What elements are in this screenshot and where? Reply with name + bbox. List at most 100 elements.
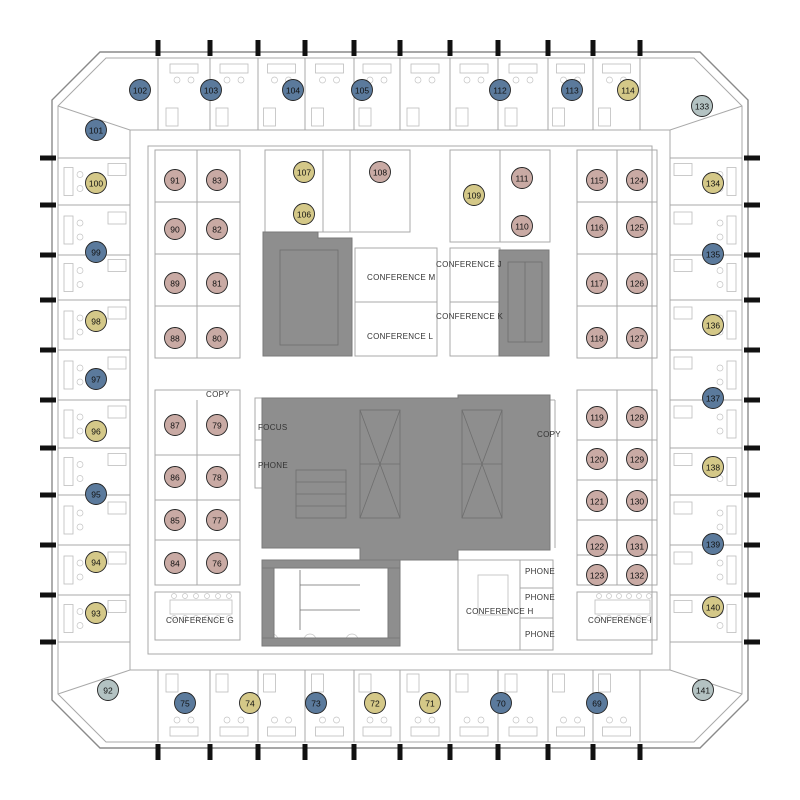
seat-number: 88	[170, 334, 180, 344]
seat-113[interactable]: 113	[561, 79, 583, 101]
seat-85[interactable]: 85	[164, 509, 186, 531]
seat-83[interactable]: 83	[206, 169, 228, 191]
seat-122[interactable]: 122	[586, 535, 608, 557]
seat-75[interactable]: 75	[174, 692, 196, 714]
seat-107[interactable]: 107	[293, 161, 315, 183]
seat-94[interactable]: 94	[85, 551, 107, 573]
seat-92[interactable]: 92	[97, 679, 119, 701]
seat-number: 95	[91, 490, 101, 500]
room-label-conference-j: CONFERENCE J	[436, 260, 502, 269]
mullion-left	[40, 592, 56, 598]
mullion-bottom	[207, 744, 213, 760]
seat-128[interactable]: 128	[626, 406, 648, 428]
seat-118[interactable]: 118	[586, 327, 608, 349]
seat-88[interactable]: 88	[164, 327, 186, 349]
seat-103[interactable]: 103	[200, 79, 222, 101]
seat-131[interactable]: 131	[626, 535, 648, 557]
seat-number: 141	[696, 686, 710, 696]
seat-108[interactable]: 108	[369, 161, 391, 183]
seat-99[interactable]: 99	[85, 241, 107, 263]
seat-77[interactable]: 77	[206, 509, 228, 531]
seat-marker-circle	[200, 79, 222, 101]
seat-126[interactable]: 126	[626, 272, 648, 294]
seat-105[interactable]: 105	[351, 79, 373, 101]
seat-84[interactable]: 84	[164, 552, 186, 574]
seat-138[interactable]: 138	[702, 456, 724, 478]
seat-number: 86	[170, 473, 180, 483]
seat-102[interactable]: 102	[129, 79, 151, 101]
seat-number: 131	[630, 542, 644, 552]
seat-134[interactable]: 134	[702, 172, 724, 194]
mullion-top	[495, 40, 501, 56]
seat-76[interactable]: 76	[206, 552, 228, 574]
seat-79[interactable]: 79	[206, 414, 228, 436]
seat-104[interactable]: 104	[282, 79, 304, 101]
seat-marker-circle	[206, 414, 228, 436]
seat-marker-circle	[97, 679, 119, 701]
seat-112[interactable]: 112	[489, 79, 511, 101]
seat-marker-circle	[164, 414, 186, 436]
seat-82[interactable]: 82	[206, 218, 228, 240]
seat-132[interactable]: 132	[626, 564, 648, 586]
seat-81[interactable]: 81	[206, 272, 228, 294]
seat-marker-circle	[164, 169, 186, 191]
seat-87[interactable]: 87	[164, 414, 186, 436]
seat-135[interactable]: 135	[702, 243, 724, 265]
seat-86[interactable]: 86	[164, 466, 186, 488]
seat-125[interactable]: 125	[626, 216, 648, 238]
seat-129[interactable]: 129	[626, 448, 648, 470]
seat-69[interactable]: 69	[586, 692, 608, 714]
room-label-copy-east: COPY	[537, 430, 561, 439]
seat-139[interactable]: 139	[702, 533, 724, 555]
seat-133[interactable]: 133	[691, 95, 713, 117]
seat-number: 104	[286, 86, 300, 96]
seat-74[interactable]: 74	[239, 692, 261, 714]
seat-89[interactable]: 89	[164, 272, 186, 294]
seat-93[interactable]: 93	[85, 602, 107, 624]
seat-91[interactable]: 91	[164, 169, 186, 191]
seat-111[interactable]: 111	[511, 167, 533, 189]
seat-121[interactable]: 121	[586, 490, 608, 512]
seat-120[interactable]: 120	[586, 448, 608, 470]
seat-78[interactable]: 78	[206, 466, 228, 488]
seat-109[interactable]: 109	[463, 184, 485, 206]
seat-marker-circle	[702, 533, 724, 555]
seat-95[interactable]: 95	[85, 483, 107, 505]
seat-124[interactable]: 124	[626, 169, 648, 191]
seat-101[interactable]: 101	[85, 119, 107, 141]
seat-130[interactable]: 130	[626, 490, 648, 512]
seat-100[interactable]: 100	[85, 172, 107, 194]
seat-number: 84	[170, 559, 180, 569]
seat-136[interactable]: 136	[702, 314, 724, 336]
seat-number: 92	[103, 686, 113, 696]
seat-98[interactable]: 98	[85, 310, 107, 332]
seat-96[interactable]: 96	[85, 420, 107, 442]
seat-119[interactable]: 119	[586, 406, 608, 428]
seat-110[interactable]: 110	[511, 215, 533, 237]
seat-number: 109	[467, 191, 481, 201]
seat-116[interactable]: 116	[586, 216, 608, 238]
seat-115[interactable]: 115	[586, 169, 608, 191]
seat-140[interactable]: 140	[702, 596, 724, 618]
seat-marker-circle	[206, 272, 228, 294]
seat-117[interactable]: 117	[586, 272, 608, 294]
seat-137[interactable]: 137	[702, 387, 724, 409]
seat-141[interactable]: 141	[692, 679, 714, 701]
seat-80[interactable]: 80	[206, 327, 228, 349]
seat-123[interactable]: 123	[586, 564, 608, 586]
seat-114[interactable]: 114	[617, 79, 639, 101]
seat-72[interactable]: 72	[364, 692, 386, 714]
seat-127[interactable]: 127	[626, 327, 648, 349]
seat-marker-circle	[626, 535, 648, 557]
seat-97[interactable]: 97	[85, 368, 107, 390]
mullion-left	[40, 347, 56, 353]
seat-90[interactable]: 90	[164, 218, 186, 240]
seat-73[interactable]: 73	[305, 692, 327, 714]
seat-106[interactable]: 106	[293, 203, 315, 225]
seat-marker-circle	[702, 387, 724, 409]
seat-70[interactable]: 70	[490, 692, 512, 714]
seat-number: 138	[706, 463, 720, 473]
seat-marker-circle	[164, 552, 186, 574]
building-core	[261, 231, 551, 647]
seat-71[interactable]: 71	[419, 692, 441, 714]
